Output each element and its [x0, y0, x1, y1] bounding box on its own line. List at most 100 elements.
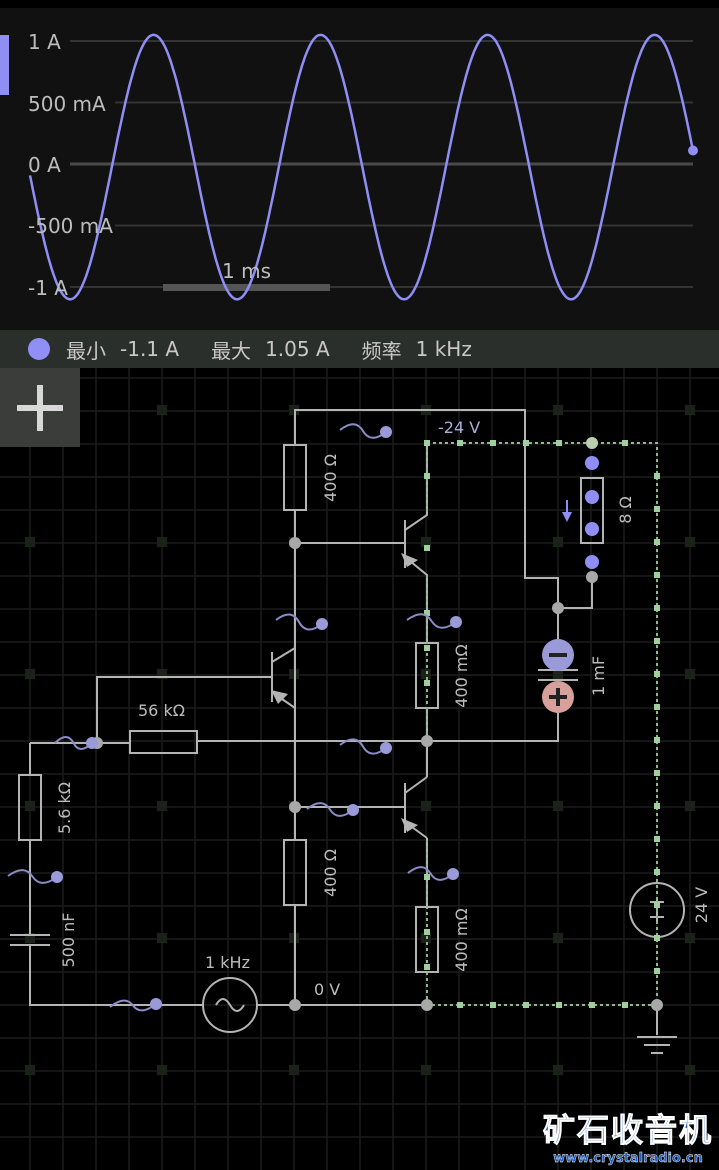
- current-flow-dot: [556, 1002, 562, 1008]
- grid-anchor: [157, 1065, 167, 1075]
- probe-wire[interactable]: [339, 738, 387, 755]
- resistor-label: 400 Ω: [321, 849, 340, 897]
- node[interactable]: [651, 999, 663, 1011]
- current-direction-arrow-icon: [562, 500, 572, 522]
- grid-anchor: [553, 537, 563, 547]
- current-flow-dot: [654, 572, 660, 578]
- probe-handle[interactable]: [380, 426, 392, 438]
- add-component-button[interactable]: [0, 368, 80, 447]
- current-flow-dot: [490, 1002, 496, 1008]
- current-flow-dot: [424, 874, 430, 880]
- current-dot: [585, 490, 599, 504]
- probe-wire[interactable]: [54, 736, 93, 750]
- probe-handle[interactable]: [450, 616, 462, 628]
- node[interactable]: [586, 437, 598, 449]
- probe-handle[interactable]: [51, 871, 63, 883]
- source-frequency-label: 1 kHz: [205, 953, 250, 972]
- current-flow-dot: [424, 440, 430, 446]
- current-flow-dot: [424, 473, 430, 479]
- probe-handle[interactable]: [447, 868, 459, 880]
- current-flow-dot: [654, 902, 660, 908]
- ac-source[interactable]: [202, 977, 258, 1033]
- wire[interactable]: [29, 945, 203, 1006]
- resistor-400-ohm-top[interactable]: [283, 444, 307, 511]
- grid-anchor: [25, 669, 35, 679]
- grid-anchor: [25, 933, 35, 943]
- current-flow-dot: [654, 539, 660, 545]
- probe-wire[interactable]: [7, 869, 58, 884]
- probe-handle[interactable]: [380, 742, 392, 754]
- emitter-arrow: [401, 553, 418, 567]
- supply-label: 24 V: [692, 887, 711, 923]
- probe-wire[interactable]: [306, 802, 354, 817]
- node[interactable]: [421, 735, 433, 747]
- grid-anchor: [157, 669, 167, 679]
- probe-wire[interactable]: [407, 866, 454, 881]
- probe-handle[interactable]: [347, 804, 359, 816]
- probe-handle[interactable]: [316, 618, 328, 630]
- grid-anchor: [421, 537, 431, 547]
- resistor-label: 400 mΩ: [452, 644, 471, 707]
- grid-anchor: [157, 537, 167, 547]
- wire[interactable]: [294, 409, 559, 608]
- cap-plus-icon: [542, 681, 574, 713]
- current-flow-dot: [424, 545, 430, 551]
- grid-anchor: [157, 933, 167, 943]
- node[interactable]: [289, 801, 301, 813]
- wire[interactable]: [427, 712, 559, 742]
- emitter-arrow: [401, 818, 418, 832]
- node[interactable]: [586, 571, 598, 583]
- current-flow-dot: [556, 440, 562, 446]
- trace-end-dot: [688, 145, 698, 156]
- rail-negative[interactable]: [427, 442, 658, 1006]
- oscilloscope-panel[interactable]: 1 A 500 mA 0 A -500 mA -1 A 1 ms: [0, 8, 719, 330]
- wire[interactable]: [557, 577, 593, 640]
- node[interactable]: [421, 999, 433, 1011]
- freq-label: 频率: [361, 338, 402, 363]
- probe-handle[interactable]: [86, 737, 98, 749]
- y-tick-label: 0 A: [28, 153, 61, 177]
- grid-anchor: [553, 1065, 563, 1075]
- probe-wire[interactable]: [406, 613, 457, 629]
- time-scale-bar: [163, 284, 330, 291]
- current-dot: [585, 555, 599, 569]
- cap-minus-icon: [542, 639, 574, 671]
- grid-anchor: [685, 1065, 695, 1075]
- time-scale-label: 1 ms: [222, 259, 271, 283]
- grid-anchor: [421, 801, 431, 811]
- scope-selected-marker: [0, 35, 9, 95]
- grid-anchor: [685, 801, 695, 811]
- min-label: 最小: [66, 338, 106, 363]
- probe-handle[interactable]: [150, 998, 162, 1010]
- wire[interactable]: [96, 676, 272, 743]
- grid-anchor: [685, 669, 695, 679]
- resistor-8-ohm[interactable]: [580, 477, 604, 544]
- resistor-5-6k[interactable]: [18, 774, 42, 841]
- resistor-56k[interactable]: [129, 730, 198, 754]
- current-flow-dot: [654, 506, 660, 512]
- grid-anchor: [157, 405, 167, 415]
- grid-anchor: [685, 933, 695, 943]
- grid-anchor: [25, 1065, 35, 1075]
- current-flow-dot: [424, 929, 430, 935]
- capacitor-label: 500 nF: [59, 913, 78, 968]
- grid-anchor: [553, 669, 563, 679]
- capacitor-500nf[interactable]: [10, 934, 50, 946]
- node[interactable]: [552, 602, 564, 614]
- y-tick-label: 1 A: [28, 30, 61, 54]
- resistor-400-ohm-bottom[interactable]: [283, 839, 307, 906]
- probe-wire[interactable]: [109, 999, 157, 1012]
- current-dot: [585, 456, 599, 470]
- circuit-canvas[interactable]: -24 V 0 V 1 kHz 56 kΩ 400 Ω 400 Ω 400 mΩ…: [0, 368, 719, 1170]
- resistor-label: 400 Ω: [321, 454, 340, 502]
- node[interactable]: [289, 537, 301, 549]
- current-flow-dot: [457, 1002, 463, 1008]
- current-flow-dot: [622, 1002, 628, 1008]
- node[interactable]: [289, 999, 301, 1011]
- grid-anchor: [25, 801, 35, 811]
- grid-anchor: [553, 801, 563, 811]
- grid-anchor: [685, 405, 695, 415]
- y-tick-label: -500 mA: [28, 214, 113, 238]
- probe-wire[interactable]: [275, 613, 323, 631]
- probe-wire[interactable]: [339, 423, 387, 439]
